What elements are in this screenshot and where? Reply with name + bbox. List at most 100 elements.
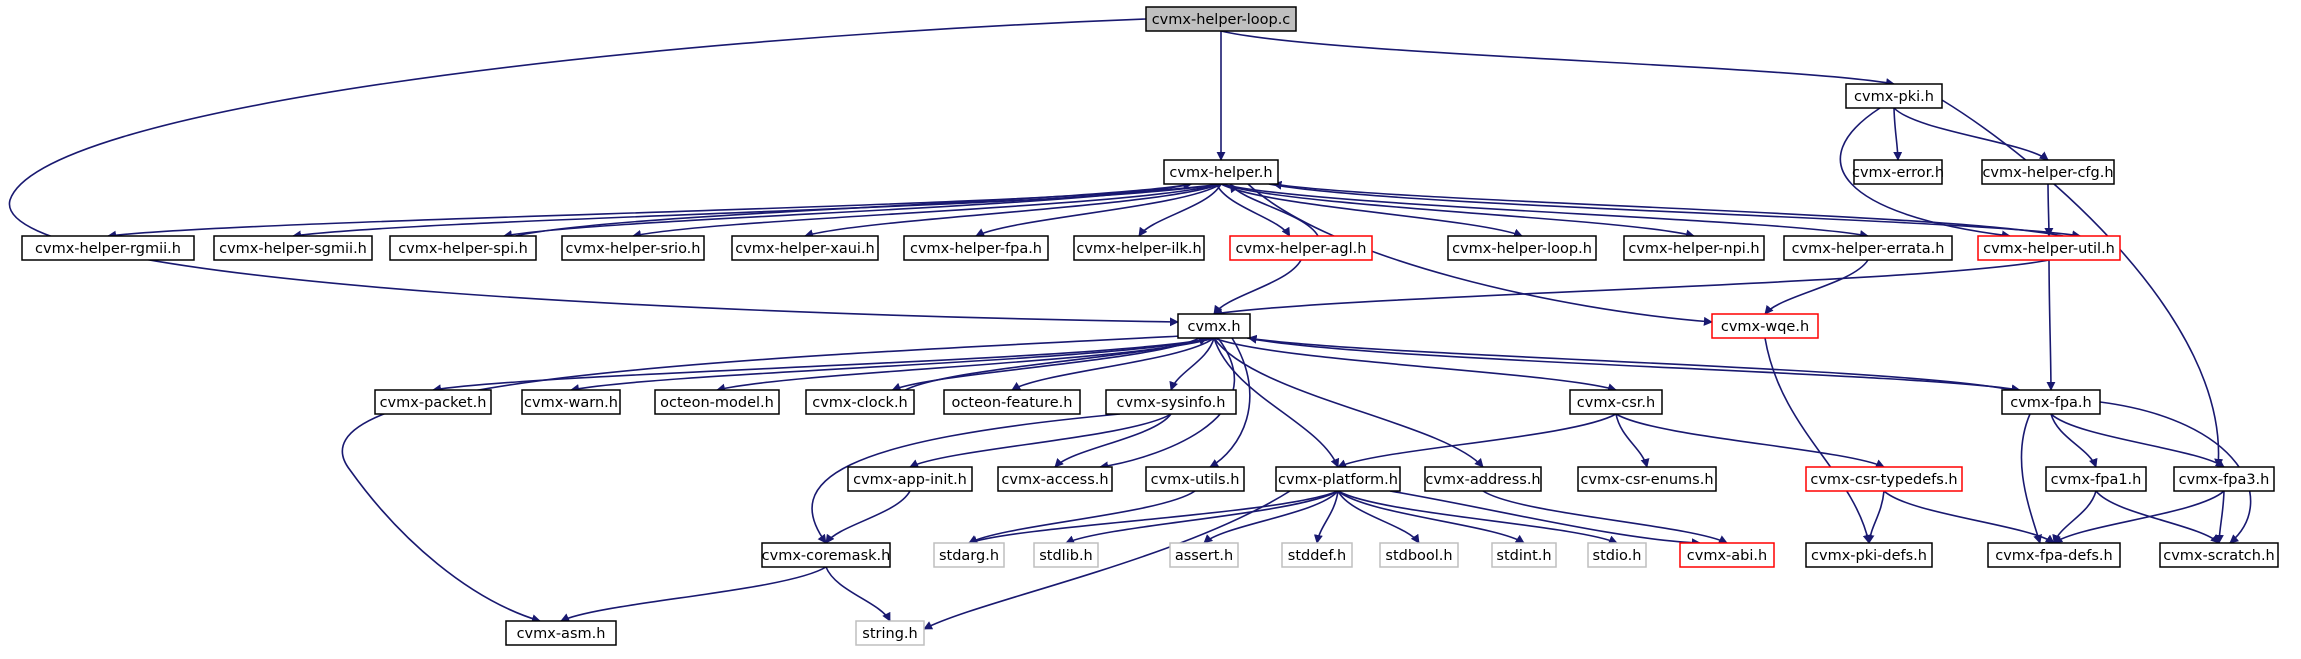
node-label-scratch: cvmx-scratch.h [2163,548,2275,564]
node-box-errata [1783,235,1953,261]
edge-helper-to-npi [1220,183,1695,239]
node-box-stdbool [1379,542,1459,568]
node-platform[interactable]: cvmx-platform.h [1275,466,1401,492]
node-warn[interactable]: cvmx-warn.h [521,389,621,415]
node-omodel[interactable]: octeon-model.h [654,389,780,415]
nodes: cvmx-helper-loop.c cvmx-helper.h cvmx-pki.… [21,6,2279,646]
edge-csr-to-csrenums [1615,413,1650,468]
edge-fpa-to-fpadefs [2020,413,2042,544]
edge-spi-to-helper [515,180,1193,237]
node-box-npi [1623,235,1765,261]
node-coremask[interactable]: cvmx-coremask.h [761,542,891,568]
node-address[interactable]: cvmx-address.h [1424,466,1542,492]
node-csrtypedefs[interactable]: cvmx-csr-typedefs.h [1805,466,1963,492]
node-hfpa[interactable]: cvmx-helper-fpa.h [903,235,1049,261]
edge-csr-to-platform [1337,413,1617,468]
node-errata[interactable]: cvmx-helper-errata.h [1783,235,1953,261]
node-box-fpa [2001,389,2101,415]
node-error[interactable]: cvmx-error.h [1852,159,1944,185]
node-clock[interactable]: cvmx-clock.h [805,389,915,415]
node-asm[interactable]: cvmx-asm.h [505,620,617,646]
node-xaui[interactable]: cvmx-helper-xaui.h [731,235,879,261]
node-agl[interactable]: cvmx-helper-agl.h [1229,235,1373,261]
node-hloop[interactable]: cvmx-helper-loop.h [1447,235,1597,261]
edge-sysinfo-to-access [1054,413,1172,468]
node-label-clock: cvmx-clock.h [812,395,908,411]
node-label-agl: cvmx-helper-agl.h [1236,241,1367,257]
node-abi[interactable]: cvmx-abi.h [1679,542,1775,568]
node-stdio: stdio.h [1587,542,1647,568]
node-stddef: stddef.h [1281,542,1353,568]
node-fpa3[interactable]: cvmx-fpa3.h [2173,466,2275,492]
edge-platform-to-stdbool [1337,490,1420,544]
edge-helper-to-errata [1220,183,1869,239]
node-box-fpadefs [1987,542,2121,568]
edge-sysinfo-to-appinit [909,413,1172,468]
node-spi[interactable]: cvmx-helper-spi.h [389,235,537,261]
node-label-srio: cvmx-helper-srio.h [566,241,701,257]
node-access[interactable]: cvmx-access.h [997,466,1113,492]
node-pki[interactable]: cvmx-pki.h [1845,83,1943,109]
node-stdint: stdint.h [1491,542,1557,568]
edges [9,18,2252,630]
node-util[interactable]: cvmx-helper-util.h [1977,235,2121,261]
node-box-wqe [1711,313,1819,339]
edge-utils-to-stdarg [968,490,1196,544]
node-rgmii[interactable]: cvmx-helper-rgmii.h [21,235,195,261]
node-box-access [997,466,1113,492]
edge-pki-to-hcfg [1893,107,2049,161]
node-label-appinit: cvmx-app-init.h [853,472,967,488]
node-fpadefs[interactable]: cvmx-fpa-defs.h [1987,542,2121,568]
node-csr[interactable]: cvmx-csr.h [1569,389,1663,415]
node-srio[interactable]: cvmx-helper-srio.h [561,235,705,261]
node-utils[interactable]: cvmx-utils.h [1145,466,1245,492]
node-label-npi: cvmx-helper-npi.h [1628,241,1759,257]
node-root[interactable]: cvmx-helper-loop.c [1145,6,1297,32]
node-label-helper: cvmx-helper.h [1169,165,1272,181]
edge-platform-to-stdint [1337,490,1525,544]
node-csrenums[interactable]: cvmx-csr-enums.h [1577,466,1717,492]
node-label-packet: cvmx-packet.h [380,395,487,411]
edge-cvmx-to-fpa [1246,337,2021,394]
node-wqe[interactable]: cvmx-wqe.h [1711,313,1819,339]
node-label-utils: cvmx-utils.h [1151,472,1240,488]
node-ofeat[interactable]: octeon-feature.h [943,389,1081,415]
node-label-csr: cvmx-csr.h [1577,395,1655,411]
node-box-platform [1275,466,1401,492]
node-hcfg[interactable]: cvmx-helper-cfg.h [1981,159,2115,185]
node-box-omodel [654,389,780,415]
edge-csrtypedefs-to-fpadefs [1883,490,2055,544]
node-helper[interactable]: cvmx-helper.h [1163,159,1279,185]
node-label-wqe: cvmx-wqe.h [1721,319,1809,335]
node-box-csr [1569,389,1663,415]
node-label-string: string.h [862,626,917,642]
node-label-pki: cvmx-pki.h [1854,89,1934,105]
node-sysinfo[interactable]: cvmx-sysinfo.h [1105,389,1237,415]
node-box-ilk [1073,235,1205,261]
node-box-hfpa [903,235,1049,261]
edge-clock-to-cvmx [904,336,1208,391]
node-npi[interactable]: cvmx-helper-npi.h [1623,235,1765,261]
node-box-fpa3 [2173,466,2275,492]
node-packet[interactable]: cvmx-packet.h [374,389,492,415]
edge-helper-to-xaui [804,183,1222,239]
node-ilk[interactable]: cvmx-helper-ilk.h [1073,235,1205,261]
edge-platform-to-stdlib [1065,490,1339,544]
node-label-stdint: stdint.h [1496,548,1551,564]
node-cvmx[interactable]: cvmx.h [1177,313,1251,339]
node-appinit[interactable]: cvmx-app-init.h [847,466,973,492]
edge-cvmx-to-ofeat [1011,337,1215,391]
edge-cvmx-to-platform [1213,337,1340,468]
edge-sysinfo-to-coremask [811,413,1121,544]
edge-platform-to-string [923,490,1291,630]
node-box-root [1145,6,1297,32]
node-fpa[interactable]: cvmx-fpa.h [2001,389,2101,415]
node-scratch[interactable]: cvmx-scratch.h [2159,542,2279,568]
edge-coremask-to-asm [560,566,827,622]
node-fpa1[interactable]: cvmx-fpa1.h [2045,466,2147,492]
node-label-address: cvmx-address.h [1425,472,1540,488]
node-sgmii[interactable]: cvmx-helper-sgmii.h [213,235,373,261]
node-pkidefs[interactable]: cvmx-pki-defs.h [1805,542,1933,568]
node-label-csrtypedefs: cvmx-csr-typedefs.h [1810,472,1957,488]
